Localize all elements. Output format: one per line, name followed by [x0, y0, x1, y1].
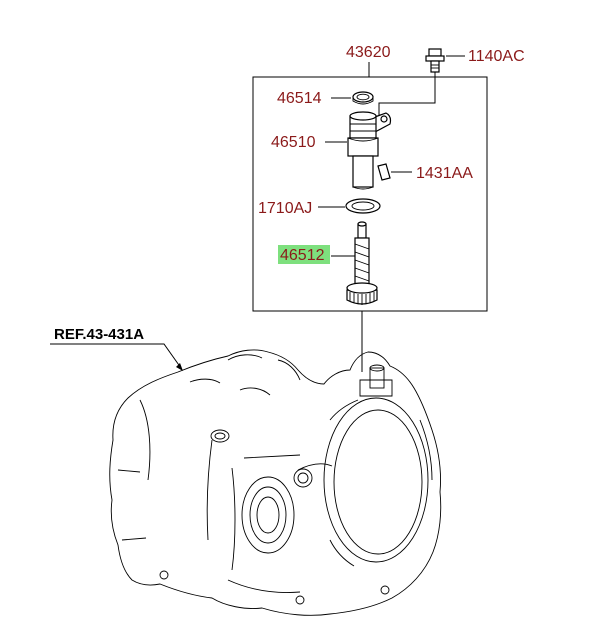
highlight-46512: [278, 245, 330, 264]
callout-1710AJ[interactable]: 1710AJ: [258, 200, 312, 217]
callout-1431AA[interactable]: 1431AA: [416, 165, 473, 182]
oring-top-icon: [352, 91, 374, 105]
leader-ref: [50, 343, 182, 369]
sleeve-icon: [347, 111, 392, 190]
transmission-housing-icon: [109, 349, 442, 616]
ref-arrow-icon: [176, 363, 183, 371]
callout-46512[interactable]: 46512: [280, 247, 325, 264]
driven-gear-icon: [346, 221, 378, 305]
ref-label[interactable]: REF.43-431A: [54, 326, 144, 343]
callout-43620[interactable]: 43620: [346, 44, 391, 61]
callout-46514[interactable]: 46514: [277, 90, 322, 107]
callout-1140AC[interactable]: 1140AC: [468, 48, 525, 65]
bolt-icon: [425, 48, 445, 73]
oring-mid-icon: [345, 198, 381, 214]
pin-icon: [377, 163, 391, 181]
assembly-box: [252, 76, 488, 312]
leader-bolt-to-sleeve: [378, 72, 436, 118]
callout-46510[interactable]: 46510: [271, 134, 316, 151]
